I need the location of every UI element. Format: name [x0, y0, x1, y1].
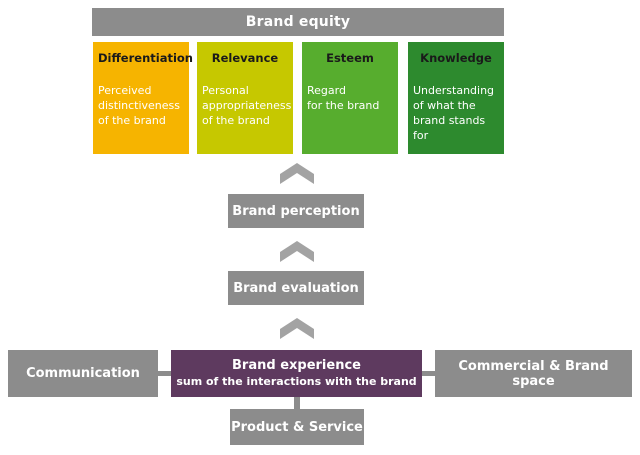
brand-experience-title: Brand experience	[232, 357, 361, 373]
connector-line	[158, 371, 172, 376]
pillar-differentiation: Differentiation Perceived distinctivenes…	[93, 42, 193, 154]
brand-evaluation-box: Brand evaluation	[228, 271, 364, 305]
product-service-box: Product & Service	[230, 409, 364, 445]
chevron-up-icon	[280, 318, 314, 339]
pillar-description: Understanding of what the brand stands f…	[413, 84, 495, 142]
pillar-esteem: Esteem Regard for the brand	[302, 42, 398, 154]
brand-perception-box: Brand perception	[228, 194, 364, 228]
pillar-title: Differentiation	[98, 51, 193, 65]
connector-line	[421, 371, 435, 376]
pillar-knowledge: Knowledge Understanding of what the bran…	[408, 42, 504, 154]
commercial-brand-space-box: Commercial & Brand space	[435, 350, 632, 397]
brand-experience-box: Brand experience sum of the interactions…	[171, 350, 422, 397]
pillar-description: Personal appropriateness of the brand	[202, 84, 292, 127]
pillar-title: Knowledge	[420, 51, 492, 65]
pillar-title: Relevance	[211, 51, 279, 65]
brand-equity-box: Brand equity	[92, 8, 504, 36]
communication-box: Communication	[8, 350, 158, 397]
pillar-description: Perceived distinctiveness of the brand	[98, 84, 181, 127]
connector-line	[294, 397, 300, 409]
chevron-up-icon	[280, 163, 314, 184]
brand-experience-subtitle: sum of the interactions with the brand	[176, 374, 417, 388]
chevron-up-icon	[280, 241, 314, 262]
pillar-relevance: Relevance Personal appropriateness of th…	[197, 42, 293, 154]
pillar-title: Esteem	[326, 51, 374, 65]
pillar-description: Regard for the brand	[307, 84, 380, 112]
